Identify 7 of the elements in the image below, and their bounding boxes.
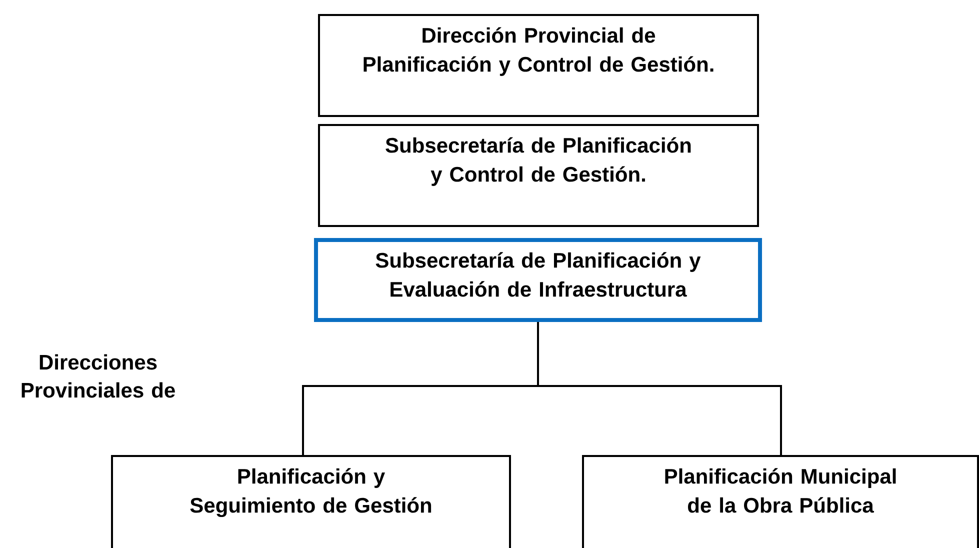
org-box: Subsecretaría de Planificación y Control de Gestión. bbox=[318, 124, 759, 227]
org-box: Subsecretaría de Planificación y Evaluación de Infraestructura bbox=[314, 238, 762, 322]
org-box: Dirección Provincial de Planificación y Control de Gestión. bbox=[318, 14, 759, 117]
org-box: Planificación y Seguimiento de Gestión bbox=[111, 454, 511, 548]
org-box: Planificación Municipal de la Obra Pública bbox=[582, 454, 979, 548]
side-label: Direcciones Provinciales de bbox=[22, 354, 175, 398]
connector-line bbox=[537, 322, 782, 456]
